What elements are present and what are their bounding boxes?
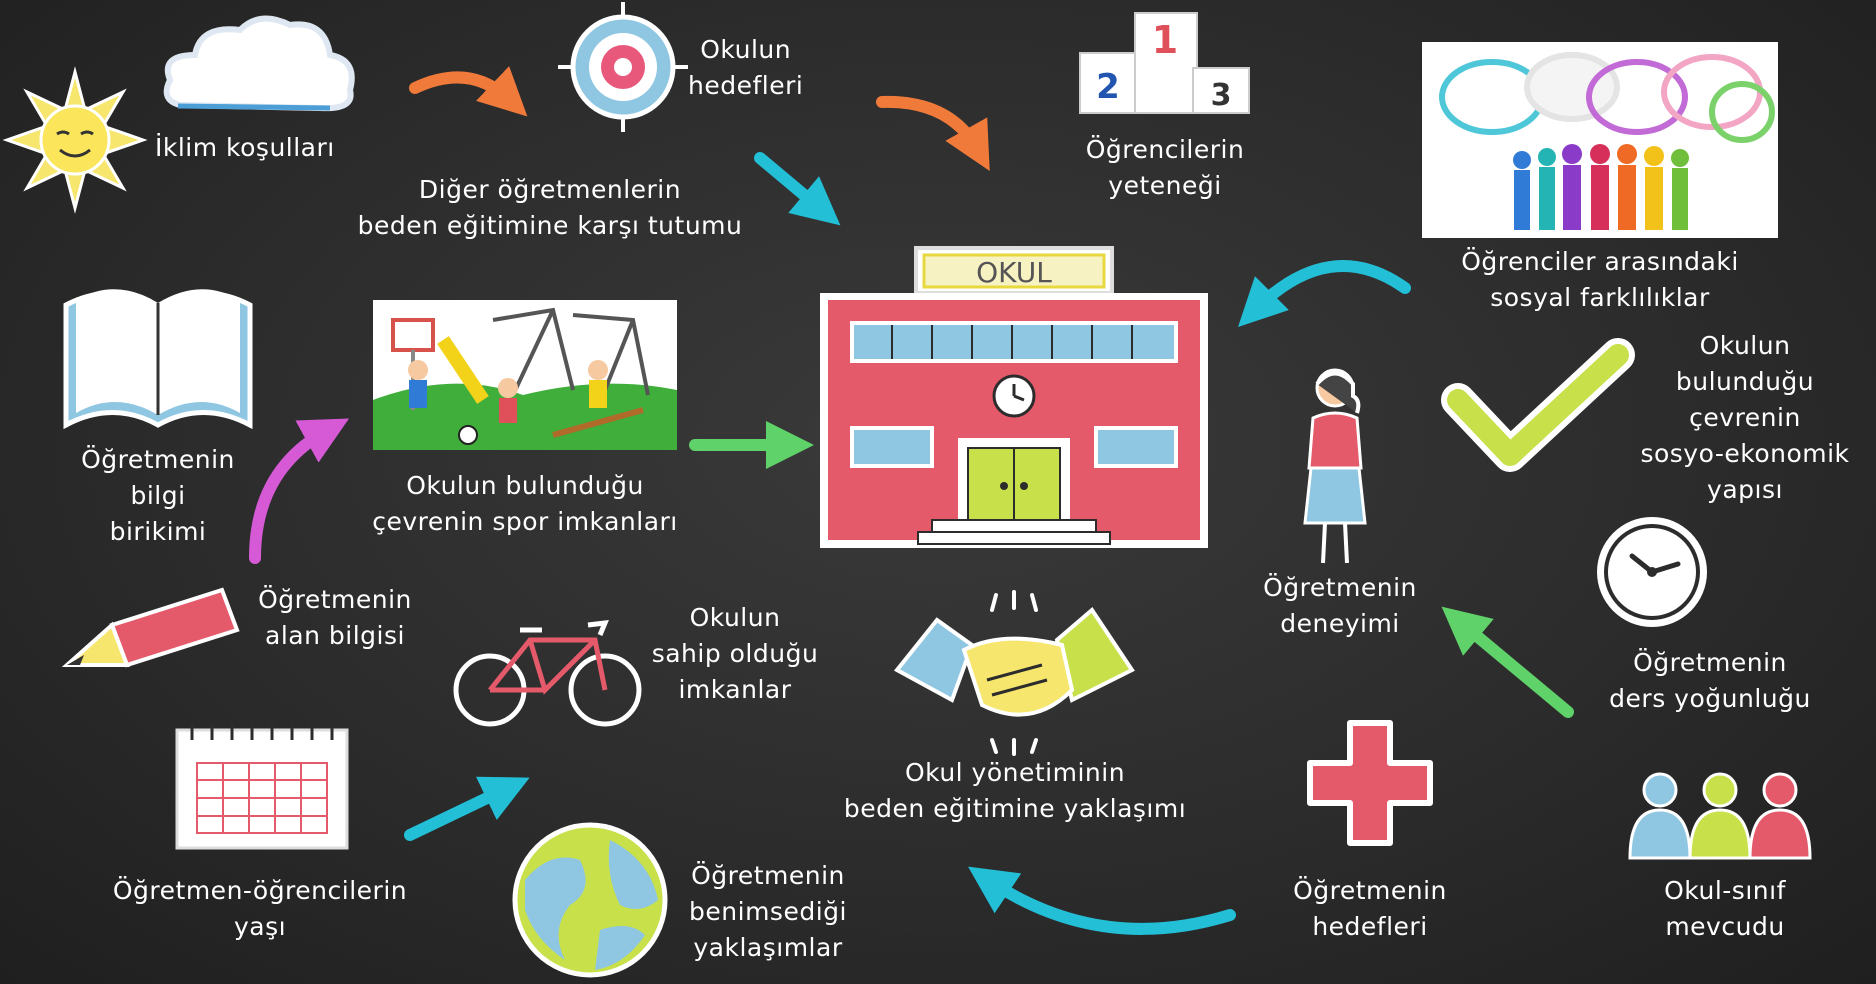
label-iklim-kosullari: İklim koşulları	[155, 133, 335, 162]
arrow-magenta	[249, 418, 350, 564]
school-sign-text: OKUL	[976, 256, 1052, 289]
cloud-icon	[163, 15, 355, 112]
arrow-orange-1	[409, 66, 528, 117]
calendar-icon	[175, 723, 349, 850]
speech-crowd-image	[1422, 42, 1778, 238]
podium-number-1: 1	[1152, 18, 1178, 62]
podium-number-2: 2	[1096, 67, 1120, 107]
handshake-icon	[893, 590, 1135, 756]
people-group-icon	[1628, 772, 1812, 860]
globe-icon	[512, 822, 668, 978]
sun-icon	[2, 66, 148, 214]
book-icon	[63, 289, 253, 430]
arrow-cyan-4	[968, 866, 1236, 935]
arrow-orange-2	[876, 95, 990, 171]
arrow-green-2	[1441, 606, 1574, 718]
playground-image	[373, 300, 677, 450]
teacher-woman-icon	[1303, 368, 1367, 564]
arrow-cyan-2	[1238, 260, 1411, 327]
bicycle-icon	[453, 620, 642, 727]
school-building-icon: OKUL	[820, 246, 1208, 548]
podium-number-3: 3	[1211, 78, 1232, 113]
medical-cross-icon	[1307, 720, 1433, 846]
arrow-cyan-1	[754, 152, 841, 226]
arrow-cyan-3	[404, 776, 530, 841]
target-icon	[558, 2, 688, 132]
clock-icon	[1597, 517, 1707, 627]
pencil-icon	[61, 587, 240, 668]
checkmark-icon	[1441, 338, 1635, 472]
podium-icon: 1 2 3	[1079, 12, 1250, 114]
